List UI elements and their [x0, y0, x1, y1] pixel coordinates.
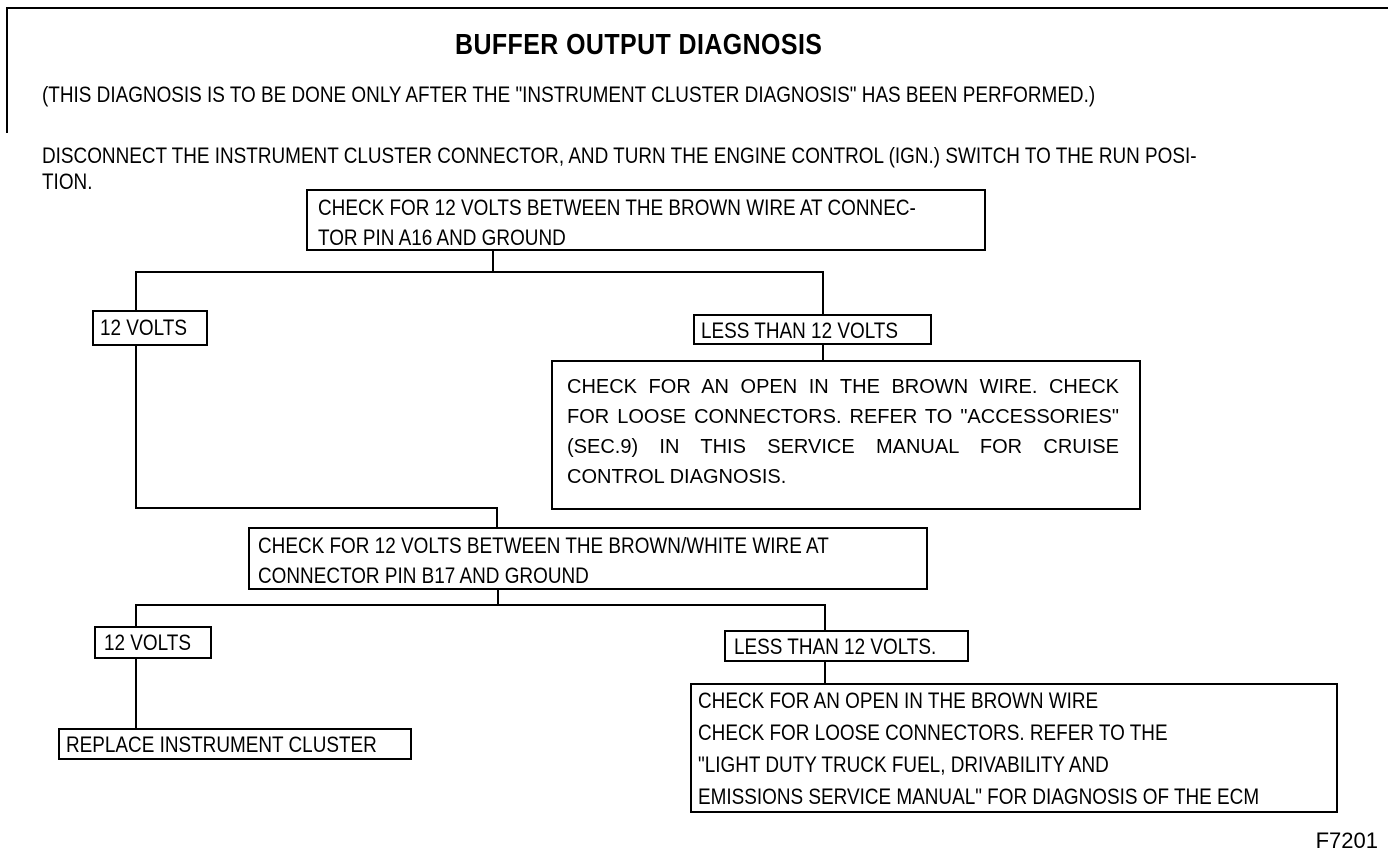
- frame-left-border: [6, 7, 8, 133]
- figure-number: F7201: [1315, 828, 1378, 853]
- connector-step2-horizontal: [135, 604, 826, 606]
- initial-instruction-line1: DISCONNECT THE INSTRUMENT CLUSTER CONNEC…: [42, 143, 1197, 168]
- connector-to-step2-no: [824, 604, 826, 632]
- step2-no-action-line4: EMISSIONS SERVICE MANUAL" FOR DIAGNOSIS …: [698, 784, 1260, 809]
- step1-yes-label-box: 12 VOLTS: [92, 310, 208, 346]
- step1-no-action-line4: CONTROL DIAGNOSIS.: [567, 466, 787, 488]
- step2-check-box: CHECK FOR 12 VOLTS BETWEEN THE BROWN/WHI…: [248, 527, 928, 590]
- connector-step2-no-to-action: [824, 661, 826, 684]
- step1-no-label: LESS THAN 12 VOLTS: [701, 318, 898, 343]
- step1-no-action-line1: CHECK FOR AN OPEN IN THE BROWN WIRE. CHE…: [567, 376, 1119, 398]
- initial-instruction-line2: TION.: [42, 169, 93, 194]
- step1-yes-label: 12 VOLTS: [100, 315, 187, 340]
- step2-yes-label-box: 12 VOLTS: [94, 626, 212, 659]
- step2-yes-action-box: REPLACE INSTRUMENT CLUSTER: [58, 728, 412, 760]
- step2-line2: CONNECTOR PIN B17 AND GROUND: [258, 563, 589, 588]
- connector-to-step2: [496, 507, 498, 529]
- connector-step1-no-to-action: [822, 343, 824, 362]
- precondition-note: (THIS DIAGNOSIS IS TO BE DONE ONLY AFTER…: [42, 82, 1096, 107]
- connector-to-step1-yes: [135, 271, 137, 311]
- step1-no-action-line2: FOR LOOSE CONNECTORS. REFER TO "ACCESSOR…: [567, 406, 1119, 428]
- connector-step1-yes-horizontal: [135, 507, 498, 509]
- step1-no-label-box: LESS THAN 12 VOLTS: [693, 314, 932, 345]
- step2-no-action-line1: CHECK FOR AN OPEN IN THE BROWN WIRE: [698, 688, 1099, 713]
- step2-no-action-line3: "LIGHT DUTY TRUCK FUEL, DRIVABILITY AND: [698, 752, 1109, 777]
- initial-instruction: DISCONNECT THE INSTRUMENT CLUSTER CONNEC…: [42, 143, 1197, 195]
- step1-line1: CHECK FOR 12 VOLTS BETWEEN THE BROWN WIR…: [318, 195, 916, 220]
- connector-step1-yes-down: [135, 345, 137, 508]
- step2-no-action-box: CHECK FOR AN OPEN IN THE BROWN WIRE CHEC…: [690, 683, 1338, 813]
- step2-no-label: LESS THAN 12 VOLTS.: [734, 634, 937, 659]
- step2-line1: CHECK FOR 12 VOLTS BETWEEN THE BROWN/WHI…: [258, 533, 829, 558]
- step2-no-label-box: LESS THAN 12 VOLTS.: [724, 630, 969, 662]
- connector-to-step2-yes: [135, 604, 137, 628]
- step2-yes-action: REPLACE INSTRUMENT CLUSTER: [66, 732, 377, 757]
- diagram-title: BUFFER OUTPUT DIAGNOSIS: [455, 29, 823, 61]
- connector-to-step1-no: [822, 271, 824, 315]
- frame-top-border: [6, 7, 1388, 9]
- step1-check-box: CHECK FOR 12 VOLTS BETWEEN THE BROWN WIR…: [306, 189, 986, 251]
- step1-line2: TOR PIN A16 AND GROUND: [318, 225, 566, 250]
- step2-no-action-line2: CHECK FOR LOOSE CONNECTORS. REFER TO THE: [698, 720, 1168, 745]
- step1-no-action-box: CHECK FOR AN OPEN IN THE BROWN WIRE. CHE…: [551, 360, 1141, 510]
- connector-step2-down: [497, 588, 499, 606]
- step1-no-action-line3: (SEC.9) IN THIS SERVICE MANUAL FOR CRUIS…: [567, 436, 1119, 458]
- connector-step2-yes-to-action: [135, 658, 137, 730]
- step2-yes-label: 12 VOLTS: [104, 630, 191, 655]
- connector-step1-down: [492, 250, 494, 272]
- connector-step1-horizontal: [135, 271, 824, 273]
